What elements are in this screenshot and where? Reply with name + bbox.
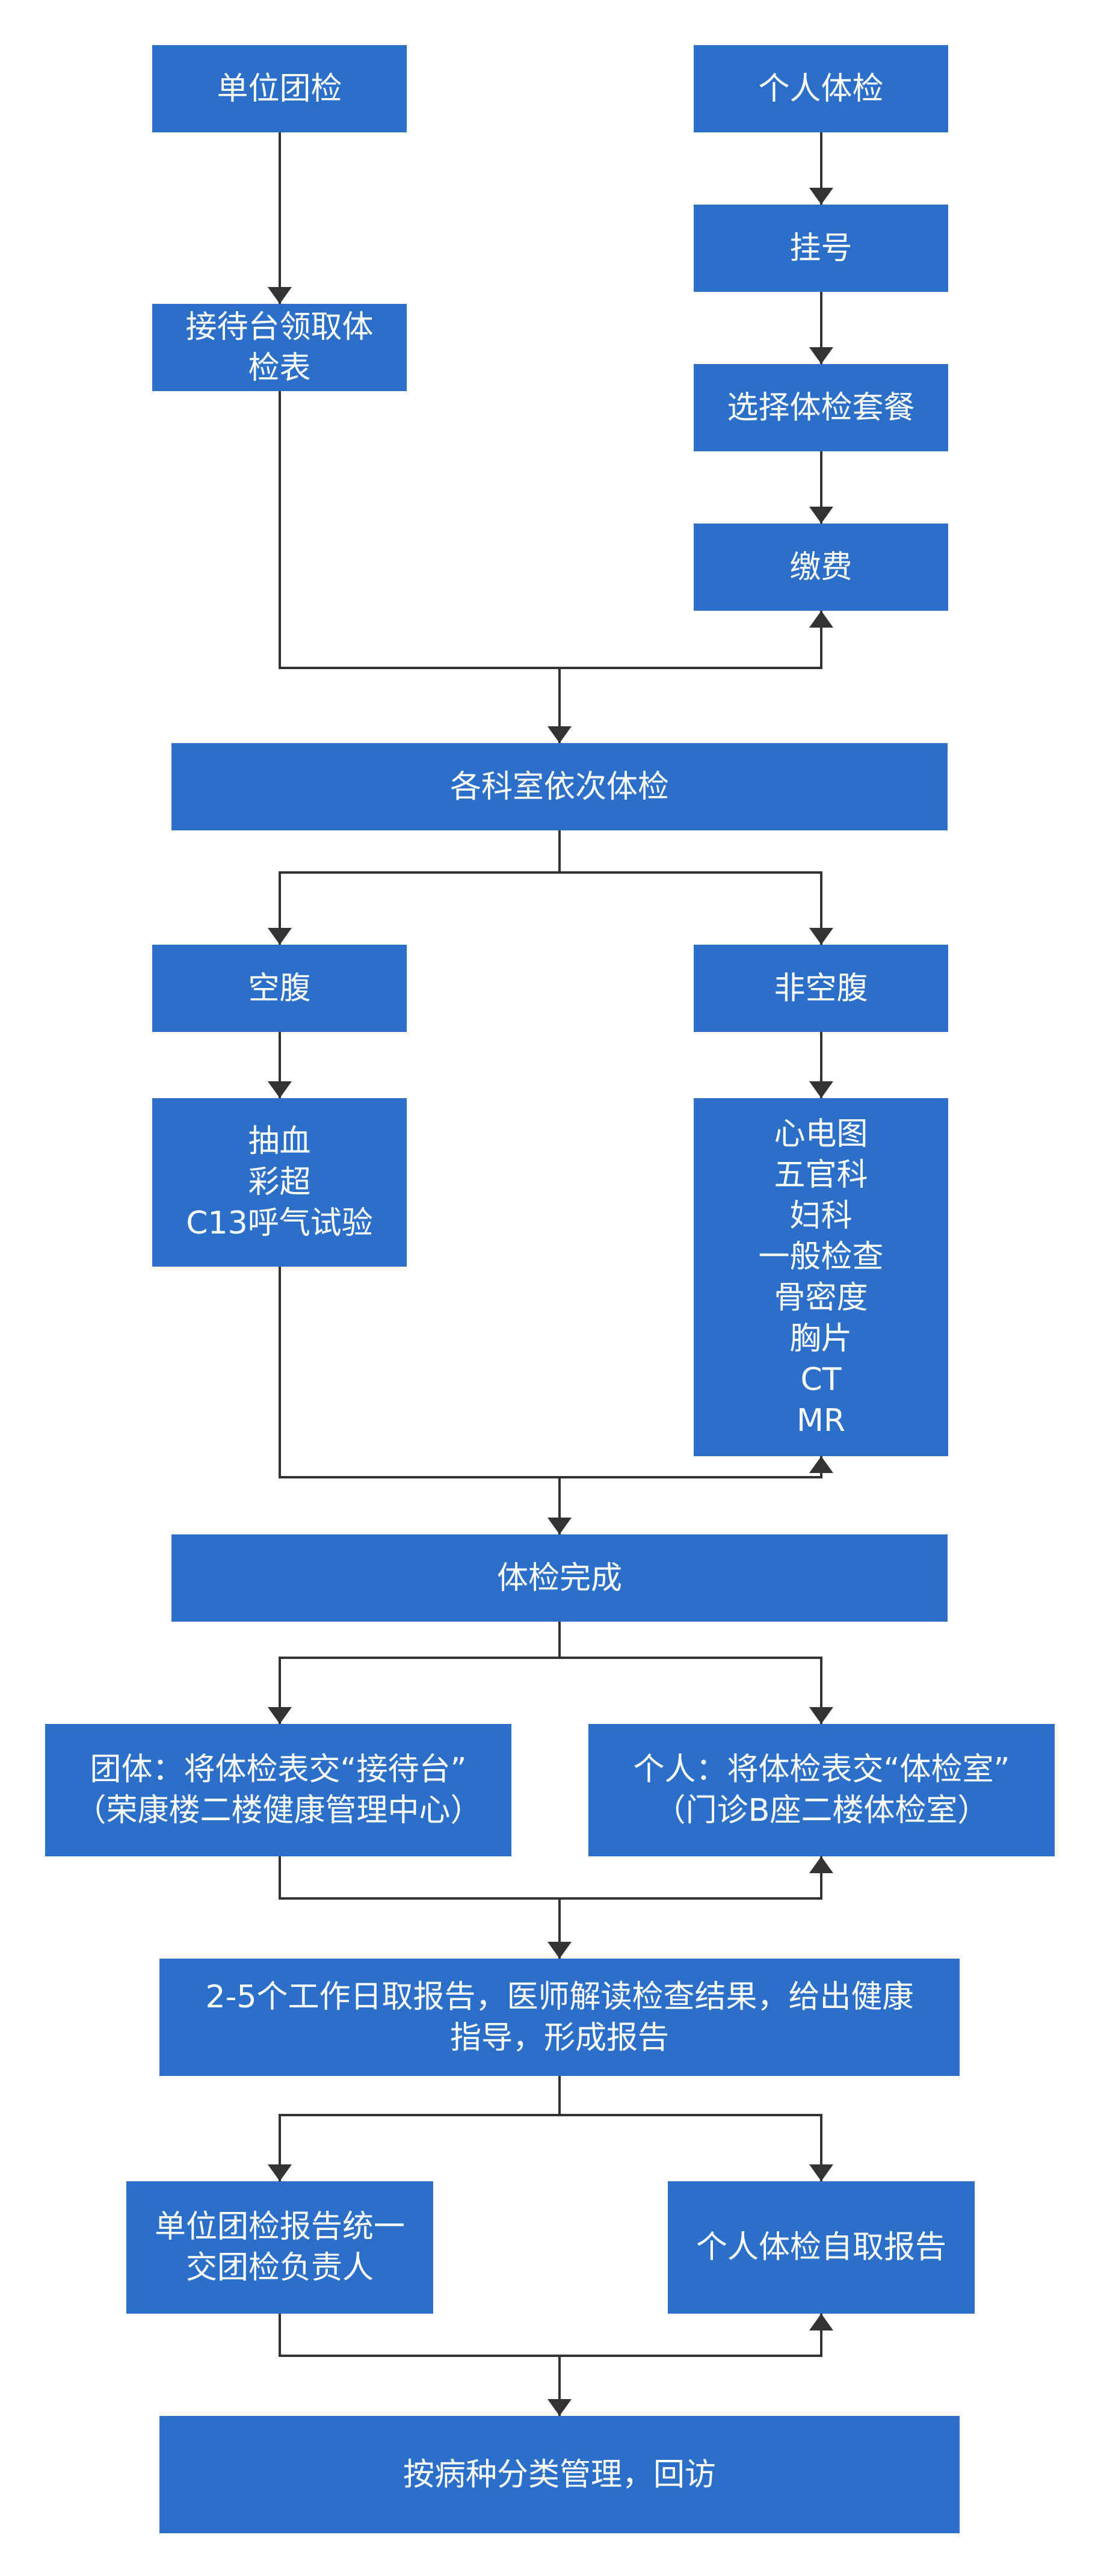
arrow-split-to-personal-report xyxy=(560,2114,833,2181)
fasting-items-box: 抽血 彩超 C13呼气试验 xyxy=(152,1098,407,1267)
arrow-split-to-unit-report xyxy=(268,2076,561,2181)
exam-complete-box: 体检完成 xyxy=(171,1534,948,1622)
arrow-split-to-fasting xyxy=(268,830,561,945)
register-box: 挂号 xyxy=(694,205,948,292)
group-submit-box: 团体：将体检表交“接待台” （荣康楼二楼健康管理中心） xyxy=(45,1724,511,1856)
arrow-split-to-group-submit xyxy=(268,1622,561,1724)
unit-report-box: 单位团检报告统一 交团检负责人 xyxy=(126,2181,433,2314)
report-box: 2-5个工作日取报告，医师解读检查结果，给出健康 指导，形成报告 xyxy=(159,1959,960,2076)
non-fasting-box: 非空腹 xyxy=(694,945,948,1032)
departments-exam-box: 各科室依次体检 xyxy=(171,743,948,830)
personal-report-box: 个人体检自取报告 xyxy=(668,2181,975,2314)
personal-exam-box: 个人体检 xyxy=(694,45,948,132)
followup-box: 按病种分类管理，回访 xyxy=(159,2416,960,2533)
arrow-submit-merge xyxy=(279,1856,833,1900)
arrow-items-merge xyxy=(279,1267,833,1478)
pay-box: 缴费 xyxy=(694,524,948,611)
arrow-split-to-nonfasting xyxy=(560,871,833,945)
reception-get-form-box: 接待台领取体 检表 xyxy=(152,304,407,391)
arrow-merge-to-departments xyxy=(279,391,833,669)
non-fasting-items-box: 心电图 五官科 妇科 一般检查 骨密度 胸片 CT MR xyxy=(694,1098,948,1456)
choose-package-box: 选择体检套餐 xyxy=(694,364,948,451)
arrow-reports-merge xyxy=(279,2314,833,2357)
fasting-box: 空腹 xyxy=(152,945,407,1032)
unit-group-exam-box: 单位团检 xyxy=(152,45,407,132)
personal-submit-box: 个人：将体检表交“体检室” （门诊B座二楼体检室） xyxy=(588,1724,1055,1856)
arrow-split-to-personal-submit xyxy=(560,1657,833,1724)
